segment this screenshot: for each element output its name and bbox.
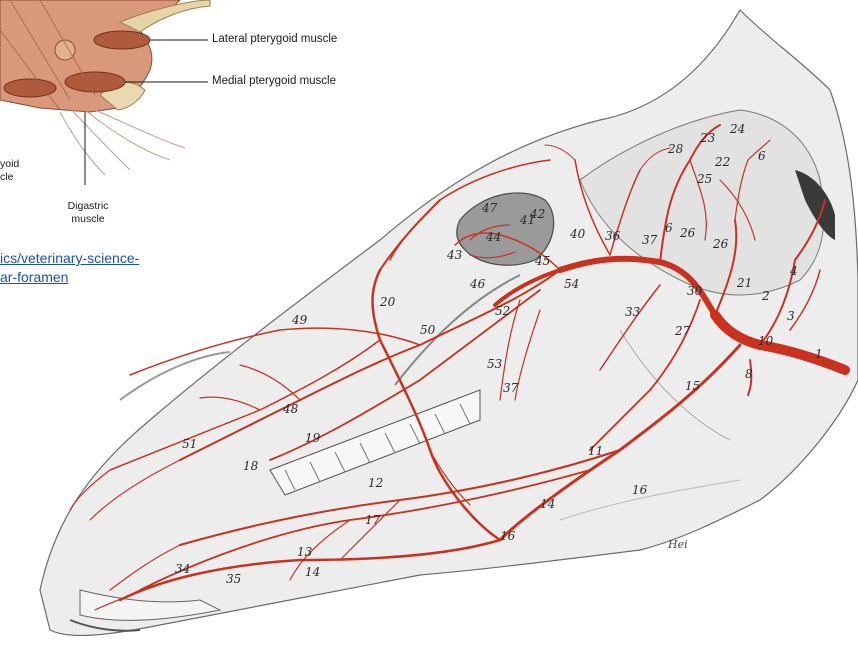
label-number-2: 2 (761, 289, 770, 303)
label-stylohyoid: yoid cle (0, 158, 19, 184)
label-number-37: 37 (642, 233, 658, 247)
label-stylohyoid-line2: cle (0, 171, 19, 184)
label-number-1: 1 (815, 347, 823, 361)
label-number-40: 40 (569, 227, 586, 241)
label-digastric: Digastric muscle (58, 200, 118, 226)
label-number-14: 14 (305, 565, 320, 579)
label-number-54: 54 (564, 277, 579, 291)
label-number-18: 18 (243, 459, 259, 473)
label-number-20: 20 (379, 295, 396, 309)
label-number-21: 21 (736, 276, 752, 290)
label-number-33: 33 (625, 305, 641, 319)
label-number-34: 34 (175, 562, 190, 576)
horse-head (40, 10, 858, 635)
label-digastric-line2: muscle (58, 213, 118, 226)
label-number-4: 4 (789, 264, 798, 278)
label-number-13: 13 (297, 545, 313, 559)
label-number-23: 23 (699, 131, 716, 145)
label-number-45: 45 (534, 254, 550, 268)
label-number-25: 25 (696, 172, 712, 186)
muscle-inset (0, 0, 210, 185)
label-number-27: 27 (674, 324, 691, 338)
label-number-26: 26 (679, 226, 696, 240)
label-number-11: 11 (588, 444, 603, 458)
label-number-14: 14 (540, 497, 555, 511)
label-number-47: 47 (481, 201, 498, 215)
label-number-53: 53 (487, 357, 503, 371)
label-number-52: 52 (495, 304, 510, 318)
label-number-24: 24 (729, 122, 745, 136)
source-link-line2[interactable]: ar-foramen (0, 268, 139, 287)
label-number-3: 3 (787, 309, 795, 323)
label-number-6: 6 (758, 149, 766, 163)
label-number-51: 51 (182, 437, 197, 451)
label-number-37: 37 (503, 381, 519, 395)
source-link-line1[interactable]: ics/veterinary-science- (0, 249, 139, 268)
label-stylohyoid-line1: yoid (0, 158, 19, 171)
label-number-19: 19 (305, 431, 321, 445)
label-number-36: 36 (605, 229, 621, 243)
label-number-49: 49 (291, 313, 308, 327)
label-number-8: 8 (745, 367, 753, 381)
label-number-43: 43 (446, 248, 463, 262)
label-number-50: 50 (420, 323, 436, 337)
label-number-55: 55 (0, 0, 15, 3)
label-medial-pterygoid: Medial pterygoid muscle (212, 75, 336, 87)
label-number-44: 44 (485, 230, 501, 244)
label-number-22: 22 (714, 155, 730, 169)
label-number-10: 10 (758, 334, 774, 348)
label-digastric-line1: Digastric (58, 200, 118, 213)
label-number-16: 16 (632, 483, 648, 497)
label-number-48: 48 (282, 402, 299, 416)
artist-signature: Hei (667, 538, 688, 551)
label-number-15: 15 (685, 379, 700, 393)
label-number-26: 26 (712, 237, 729, 251)
label-number-46: 46 (469, 277, 486, 291)
label-number-17: 17 (365, 513, 381, 527)
label-number-30: 30 (687, 284, 703, 298)
label-number-6: 6 (665, 221, 673, 235)
label-number-16: 16 (500, 529, 516, 543)
source-link[interactable]: ics/veterinary-science- ar-foramen (0, 249, 139, 287)
label-number-12: 12 (368, 476, 383, 490)
label-number-28: 28 (667, 142, 684, 156)
label-lateral-pterygoid: Lateral pterygoid muscle (212, 33, 337, 45)
label-number-35: 35 (226, 572, 241, 586)
label-number-42: 42 (529, 207, 545, 221)
